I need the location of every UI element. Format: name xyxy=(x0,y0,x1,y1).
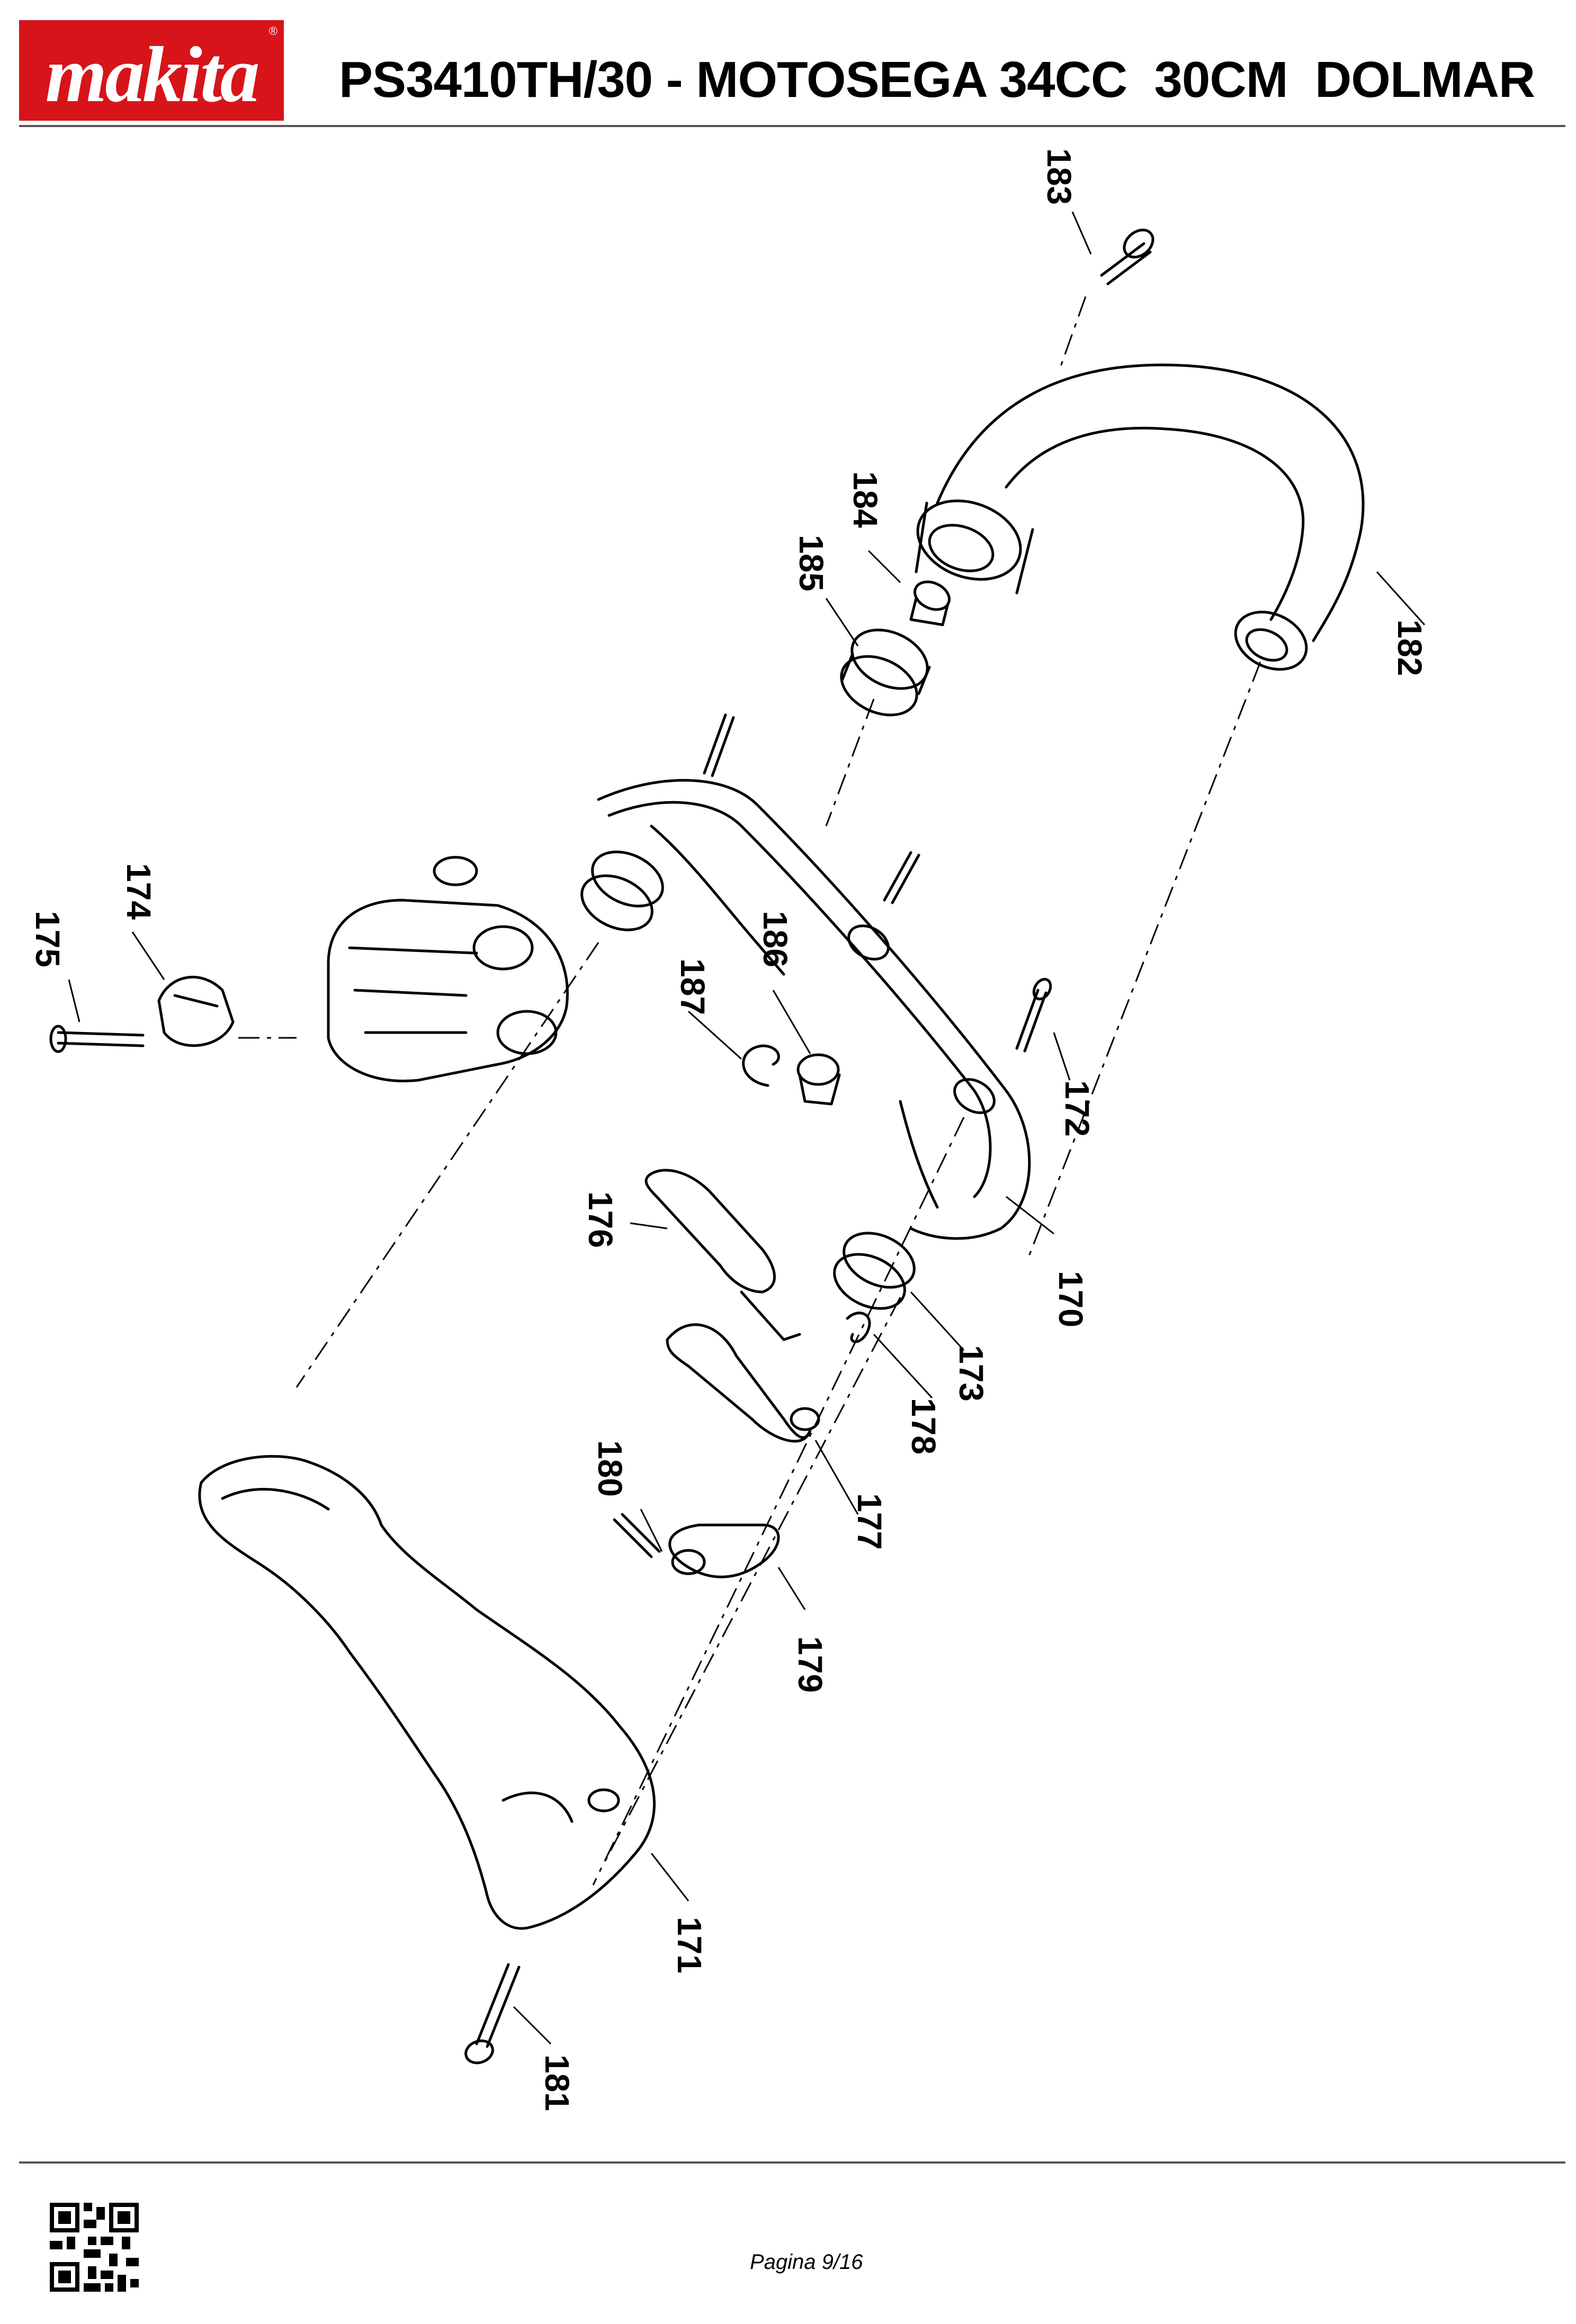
page-number: Pagina 9/16 xyxy=(750,2250,863,2274)
clip-187 xyxy=(742,1044,780,1087)
part-label-176: 176 xyxy=(581,1191,620,1248)
part-label-181: 181 xyxy=(538,2054,576,2111)
screw-183 xyxy=(1100,228,1154,285)
part-label-175: 175 xyxy=(29,911,67,967)
screw-181 xyxy=(464,1963,521,2065)
part-label-186: 186 xyxy=(756,911,794,967)
page-title: PS3410TH/30 - MOTOSEGA 34CC 30CM DOLMAR xyxy=(339,51,1535,108)
front-handle-bar xyxy=(915,363,1365,671)
registered-mark: ® xyxy=(268,24,277,38)
header-divider xyxy=(19,125,1565,127)
trigger-176 xyxy=(644,1169,801,1341)
damper-near-housing xyxy=(580,850,664,931)
part-label-171: 171 xyxy=(670,1917,709,1973)
bushing-184 xyxy=(909,580,951,626)
screw-175 xyxy=(49,1025,145,1053)
bracket-174 xyxy=(157,975,235,1047)
handle-housing-171 xyxy=(198,1455,656,1930)
pin-180 xyxy=(613,1513,706,1575)
part-label-184: 184 xyxy=(846,471,884,528)
lever-177 xyxy=(666,1323,820,1443)
part-label-174: 174 xyxy=(120,863,158,920)
part-label-172: 172 xyxy=(1058,1080,1096,1137)
part-label-173: 173 xyxy=(952,1345,990,1402)
engine-housing xyxy=(327,856,569,1082)
part-label-180: 180 xyxy=(591,1440,629,1497)
damper-173 xyxy=(833,1232,916,1310)
part-label-183: 183 xyxy=(1040,148,1078,205)
spring-179 xyxy=(668,1523,780,1578)
footer-divider xyxy=(19,2161,1565,2164)
brand-name: makita xyxy=(45,31,259,119)
part-label-179: 179 xyxy=(791,1636,829,1693)
part-label-187: 187 xyxy=(674,958,712,1015)
leader-lines xyxy=(68,211,1426,2045)
switch-186 xyxy=(796,1053,841,1106)
part-label-182: 182 xyxy=(1391,620,1429,676)
part-labels: 170 171 172 173 174 175 176 177 178 179 … xyxy=(29,148,1429,2111)
part-label-178: 178 xyxy=(905,1398,943,1455)
screw-172 xyxy=(703,713,1052,1053)
handle-housing-170 xyxy=(597,779,1031,1240)
spring-178 xyxy=(846,1312,871,1343)
qr-code-icon xyxy=(50,2203,139,2292)
part-label-177: 177 xyxy=(850,1493,889,1550)
part-label-170: 170 xyxy=(1052,1271,1090,1327)
damper-185 xyxy=(840,629,931,716)
part-label-185: 185 xyxy=(792,535,830,591)
makita-logo: makita ® xyxy=(19,20,284,121)
assembly-lines xyxy=(238,296,1261,1886)
